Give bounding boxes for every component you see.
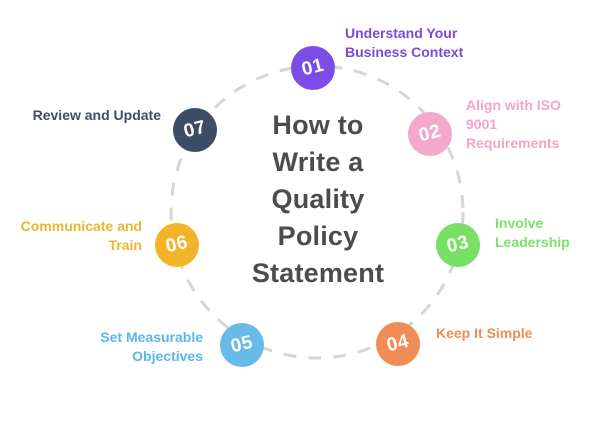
step-07-label: Review and Update (32, 107, 161, 123)
step-04-number: 04 (384, 330, 412, 357)
step-02-circle: 02 (408, 112, 452, 156)
step-04-circle: 04 (376, 322, 420, 366)
step-05-label: Set Measurable Objectives (100, 329, 203, 364)
step-03-number: 03 (444, 231, 472, 258)
step-03-circle: 03 (436, 223, 480, 267)
step-03-label: Involve Leadership (495, 215, 570, 250)
step-04-label: Keep It Simple (436, 325, 533, 341)
step-01-label: Understand Your Business Context (345, 25, 464, 60)
step-01-circle: 01 (291, 46, 335, 90)
step-01-number: 01 (299, 54, 327, 81)
step-07-circle: 07 (173, 108, 217, 152)
step-06-circle: 06 (155, 223, 199, 267)
step-05-number: 05 (228, 331, 256, 358)
step-02-number: 02 (416, 120, 444, 147)
step-06-number: 06 (163, 231, 191, 258)
step-02-label: Align with ISO 9001 Requirements (466, 97, 561, 151)
step-05-circle: 05 (220, 323, 264, 367)
step-07-number: 07 (181, 116, 209, 143)
step-06-label: Communicate and Train (20, 218, 142, 253)
diagram-title: How to Write a Quality Policy Statement (251, 110, 385, 288)
